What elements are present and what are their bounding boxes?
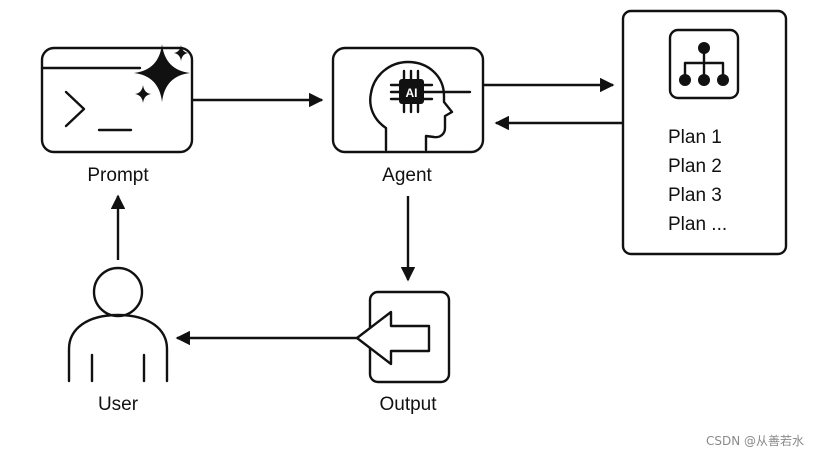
user-icon — [67, 266, 169, 383]
prompt-label: Prompt — [87, 165, 149, 186]
plans-node: Plan 1 Plan 2 Plan 3 Plan ... — [621, 9, 788, 256]
ai-chip-text: AI — [406, 86, 418, 100]
user-node: User — [67, 266, 169, 415]
return-arrow-icon — [355, 310, 431, 366]
prompt-node: Prompt — [40, 44, 194, 186]
plan-item: Plan 1 — [668, 127, 722, 148]
agent-label: Agent — [382, 165, 432, 186]
agent-node: AI Agent — [331, 46, 485, 186]
output-label: Output — [379, 394, 437, 415]
hierarchy-icon — [668, 28, 740, 100]
plan-item: Plan 2 — [668, 156, 722, 177]
plan-item: Plan 3 — [668, 185, 722, 206]
terminal-sparkle-icon — [40, 44, 194, 154]
user-label: User — [98, 394, 139, 415]
ai-head-icon: AI — [369, 60, 472, 152]
watermark: CSDN @从善若水 — [706, 433, 804, 448]
output-node: Output — [355, 290, 451, 415]
plan-item: Plan ... — [668, 214, 727, 235]
